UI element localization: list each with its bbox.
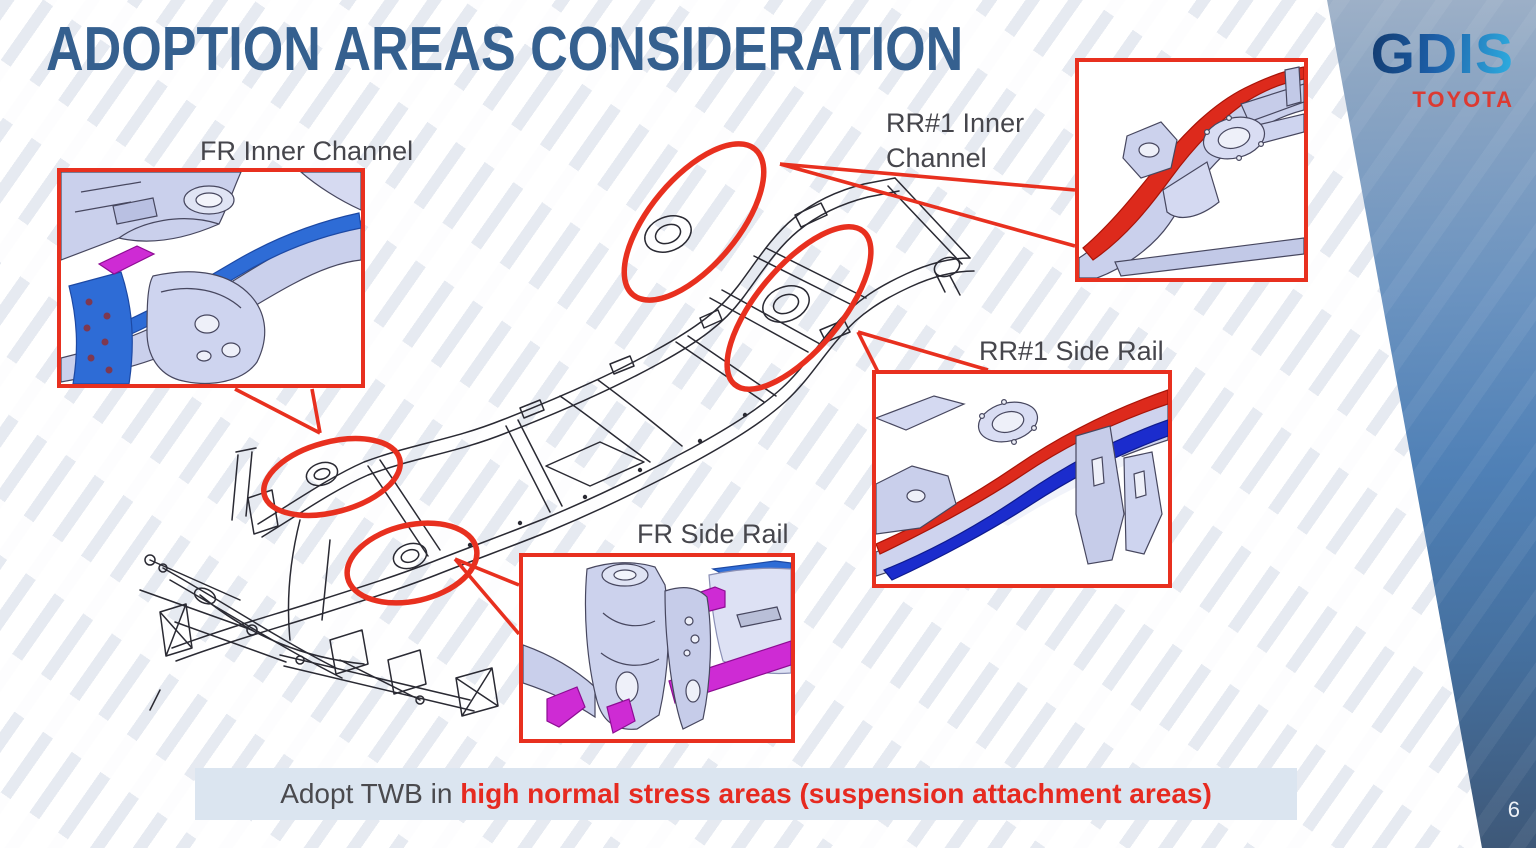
highlight-ellipses: [261, 141, 874, 606]
rr1-side-rail-box: [872, 370, 1172, 588]
fr-inner-channel-image: [61, 172, 361, 384]
rr1-inner-channel-box: [1075, 58, 1308, 282]
toyota-wordmark: TOYOTA: [1412, 87, 1514, 112]
connector-rr1-side: [856, 330, 989, 373]
chassis-wireframe: [139, 177, 975, 717]
rr1-side-rail-image: [876, 389, 1168, 581]
footer-text: Adopt TWB in: [280, 778, 461, 809]
fr-side-rail-image: [523, 560, 791, 734]
fr-inner-channel-box: [57, 168, 365, 388]
highlight-ellipse-rr1-side: [724, 224, 874, 392]
callout-label-fr-inner-channel: FR Inner Channel: [200, 136, 414, 166]
gdis-wordmark: GDIS: [1370, 22, 1514, 86]
callout-label-fr-side-rail: FR Side Rail: [637, 519, 789, 549]
rr1-inner-channel-image: [1079, 66, 1304, 278]
gdis-toyota-logo: GDIS TOYOTA: [1371, 26, 1514, 111]
footer-highlight-text: high normal stress areas (suspension att…: [460, 778, 1212, 809]
highlight-ellipse-rr1-inner: [621, 141, 767, 303]
fr-side-rail-box: [519, 553, 795, 743]
page-number: 6: [1507, 797, 1520, 822]
connector-rr1-inner: [779, 162, 1076, 248]
page-title: ADOPTION AREAS CONSIDERATION: [46, 15, 964, 84]
highlight-ellipse-fr-inner: [261, 435, 403, 519]
callout-label-rr1-inner-channel: RR#1 Inner Channel: [886, 108, 1025, 173]
footer-message-bar: Adopt TWB in high normal stress areas (s…: [195, 768, 1297, 820]
callout-label-rr1-side-rail: RR#1 Side Rail: [979, 336, 1164, 366]
callout-connectors: [234, 162, 1076, 636]
highlight-ellipse-fr-side: [344, 520, 480, 606]
connector-fr-inner: [234, 387, 322, 435]
connector-fr-side: [453, 557, 521, 636]
